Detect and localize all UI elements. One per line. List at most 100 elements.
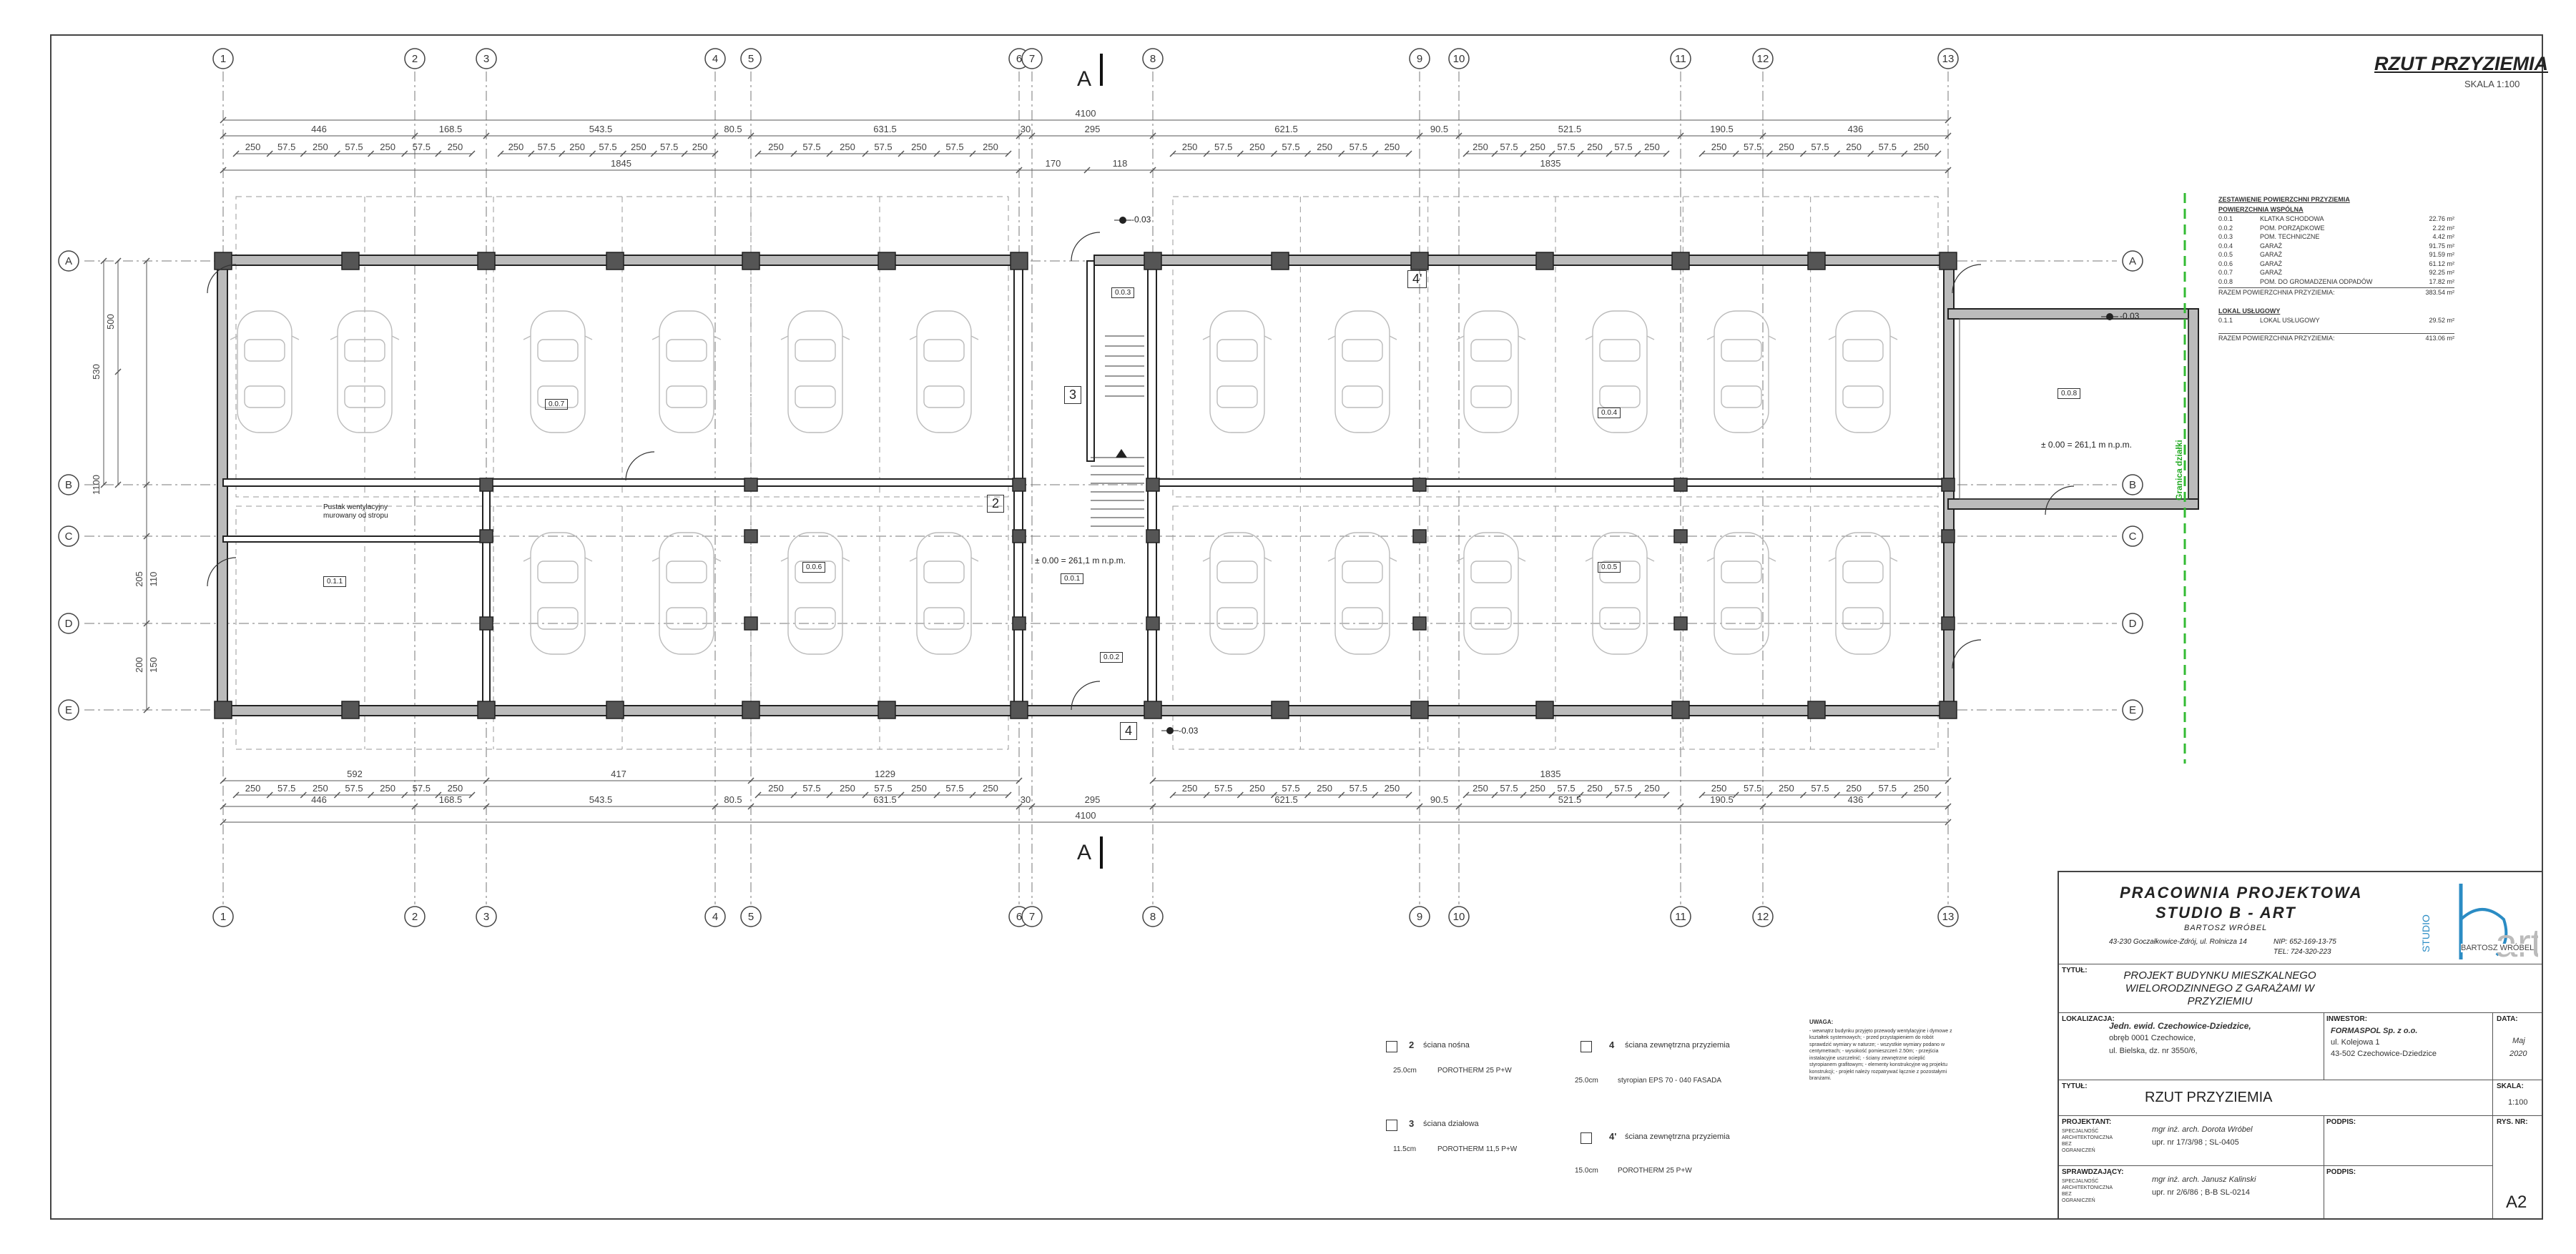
- dimension-tick: [220, 117, 227, 124]
- dimension-tick: [1606, 791, 1613, 799]
- axis-label: 13: [1942, 911, 1955, 923]
- axis-bubble: [58, 613, 79, 634]
- axis-label: 10: [1453, 911, 1465, 923]
- dimension-text: 250: [1530, 142, 1545, 152]
- dimension-text: 57.5: [1557, 142, 1575, 152]
- dimension-text: 621.5: [1274, 124, 1298, 134]
- dimension-tick: [898, 150, 905, 157]
- door-swing: [1071, 681, 1101, 711]
- column: [1939, 701, 1957, 719]
- door-swing: [1952, 639, 1982, 669]
- branch-note: SPECJALNOŚĆ ARCHITEKTONICZNA BEZ OGRANIC…: [2062, 1129, 2113, 1153]
- dimension-text: 250: [313, 783, 328, 794]
- dimension-text: 250: [1914, 783, 1929, 794]
- dimension-tick: [1945, 803, 1952, 810]
- dimension-tick: [1577, 791, 1584, 799]
- column: [877, 701, 896, 719]
- axis-label: E: [65, 704, 72, 716]
- location-line: obręb 0001 Czechowice,: [2109, 1034, 2196, 1042]
- dimension-tick: [1203, 150, 1210, 157]
- axis-label: D: [2129, 618, 2137, 630]
- dimension-tick: [1634, 150, 1641, 157]
- axis-label: 2: [412, 53, 418, 65]
- column: [744, 478, 758, 492]
- dimension-tick: [1149, 777, 1156, 784]
- branch-note: SPECJALNOŚĆ ARCHITEKTONICZNA BEZ OGRANIC…: [2062, 1179, 2113, 1203]
- axis-bubble: [476, 48, 497, 69]
- area-grand-total: RAZEM POWIERZCHNIA PRZYZIEMIA:413.06 m²: [2218, 333, 2454, 342]
- dimension-tick: [528, 150, 535, 157]
- legend-label: ściana zewnętrzna przyziemia: [1625, 1132, 1730, 1141]
- axis-label: 8: [1150, 53, 1156, 65]
- dimension-tick: [483, 803, 490, 810]
- room-tag: 0.0.5: [1598, 562, 1621, 573]
- dimension-text: 250: [1182, 783, 1198, 794]
- dimension-text: 118: [1113, 158, 1128, 169]
- dimension-tick: [468, 150, 476, 157]
- dimension-text: 57.5: [1879, 783, 1897, 794]
- dimension-tick: [1203, 791, 1210, 799]
- dimension-tick: [1372, 150, 1379, 157]
- column: [1410, 252, 1429, 270]
- dimension-text: 57.5: [413, 142, 431, 152]
- dimension-text: 150: [148, 657, 159, 673]
- column: [479, 616, 493, 631]
- date-month: Maj: [2512, 1037, 2525, 1045]
- wall: [1947, 308, 2199, 320]
- dimension-text: 250: [768, 783, 784, 794]
- dimension-text: 57.5: [1811, 142, 1829, 152]
- dimension-text: 250: [1249, 783, 1265, 794]
- column: [1941, 529, 1955, 543]
- legend-thk: 11.5cm: [1393, 1145, 1417, 1153]
- dimension-text: 30: [1021, 794, 1031, 805]
- dimension-text: 250: [1644, 142, 1660, 152]
- axis-bubble: [1021, 906, 1043, 927]
- dimension-tick: [1491, 791, 1498, 799]
- axis-label: 5: [748, 911, 754, 923]
- designer-licence: upr. nr 17/3/98 ; SL-0405: [2152, 1138, 2239, 1147]
- studio-logo: art: [2459, 884, 2538, 965]
- dimension-tick: [435, 150, 442, 157]
- legend-label: ściana działowa: [1423, 1120, 1479, 1128]
- dimension-tick: [712, 150, 719, 157]
- axis-label: A: [2129, 255, 2136, 267]
- column: [1412, 478, 1427, 492]
- dimension-tick: [1799, 791, 1806, 799]
- column: [1271, 252, 1289, 270]
- dimension-text: 250: [1473, 783, 1488, 794]
- dimension-tick: [754, 791, 762, 799]
- cap-sign: PODPIS:: [2326, 1118, 2356, 1126]
- dimension-tick: [114, 257, 122, 265]
- dimension-text: 57.5: [1557, 783, 1575, 794]
- dimension-text: 621.5: [1274, 794, 1298, 805]
- axis-bubble: [404, 48, 426, 69]
- dimension-text: 1835: [1540, 158, 1561, 169]
- dimension-text: 57.5: [802, 783, 820, 794]
- car-symbol: [1828, 532, 1898, 655]
- door-swing: [207, 264, 237, 294]
- column: [1671, 701, 1690, 719]
- notes-heading: UWAGA:: [1809, 1019, 1834, 1025]
- dimension-tick: [1028, 803, 1036, 810]
- location-line: ul. Bielska, dz. nr 3550/6,: [2109, 1047, 2198, 1055]
- dimension-text: 57.5: [1744, 783, 1761, 794]
- door-swing: [2045, 485, 2075, 515]
- legend-label: ściana zewnętrzna przyziemia: [1625, 1041, 1730, 1050]
- dimension-tick: [826, 791, 833, 799]
- dimension-tick: [1416, 803, 1423, 810]
- dimension-tick: [368, 791, 375, 799]
- dimension-tick: [333, 791, 340, 799]
- axis-label: 6: [1016, 53, 1022, 65]
- dimension-text: 57.5: [1214, 142, 1232, 152]
- dimension-tick: [1867, 150, 1874, 157]
- axis-label: B: [65, 479, 72, 491]
- stair-no: 4: [1120, 722, 1138, 740]
- dimension-text: 200: [134, 657, 144, 673]
- dimension-text: 80.5: [724, 124, 742, 134]
- dimension-text: 57.5: [1879, 142, 1897, 152]
- cap-investor: INWESTOR:: [2326, 1015, 2368, 1023]
- column: [1535, 252, 1554, 270]
- column: [1010, 252, 1028, 270]
